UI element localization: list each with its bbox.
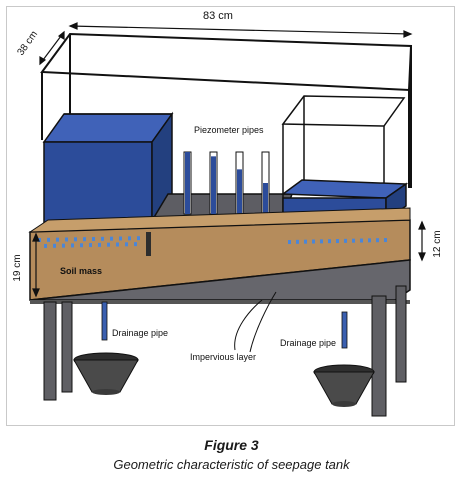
tank-frame [40, 32, 413, 188]
seepage-dot [74, 237, 77, 242]
seepage-dot [137, 236, 140, 241]
seepage-dot [110, 236, 113, 241]
seepage-tank-diagram: 83 cm 38 cm 19 cm 12 cm Piezometer pipes… [12, 10, 443, 417]
left-height-label: 19 cm [12, 254, 23, 281]
right-reservoir [280, 95, 409, 222]
seepage-dot [107, 242, 110, 247]
left-reservoir-top [42, 113, 174, 143]
seepage-dot [47, 237, 50, 242]
impervious-leader-lines [234, 291, 277, 353]
seepage-dot [336, 239, 339, 244]
piezometer-water-level [185, 152, 190, 214]
seepage-dot [125, 242, 128, 247]
seepage-dot [53, 243, 56, 248]
seepage-dot [328, 239, 331, 244]
seepage-dots-right [288, 238, 387, 244]
seepage-dot [128, 236, 131, 241]
seepage-dot [344, 238, 347, 243]
seepage-dot [71, 243, 74, 248]
piezometer-water-level [263, 183, 268, 214]
seepage-dot [65, 237, 68, 242]
seepage-dot [360, 238, 363, 243]
seepage-dot [62, 243, 65, 248]
right-reservoir-top [280, 179, 409, 199]
seepage-dot [83, 237, 86, 242]
width-dimension-label: 83 cm [203, 10, 233, 22]
seepage-dot [288, 240, 291, 244]
seepage-dot [44, 244, 47, 248]
piezometer-label: Piezometer pipes [194, 125, 264, 135]
seepage-dot [296, 239, 299, 244]
seepage-dot [119, 236, 122, 241]
seepage-dot [304, 239, 307, 244]
figure-title: Figure 3 [204, 437, 259, 453]
seepage-dot [352, 238, 355, 243]
seepage-dot [56, 237, 59, 242]
right-height-label: 12 cm [432, 230, 443, 257]
soil-top-edge [28, 207, 411, 233]
left-wall-drain [146, 232, 151, 256]
seepage-dot [38, 238, 41, 242]
seepage-dot [320, 239, 323, 244]
seepage-dot [134, 242, 137, 247]
piezometer-water-level [211, 156, 216, 214]
seepage-dot [98, 242, 101, 247]
seepage-dot [312, 239, 315, 244]
drainage-pipe-left-label: Drainage pipe [112, 328, 168, 338]
figure-frame [6, 6, 455, 426]
seepage-dot [368, 238, 371, 243]
seepage-dot [89, 243, 92, 248]
piezometer-water-level [237, 169, 242, 214]
seepage-dot [92, 237, 95, 241]
drainage-pipe-right-label: Drainage pipe [280, 338, 336, 348]
seepage-dot [101, 236, 104, 241]
figure-caption: Geometric characteristic of seepage tank [113, 457, 350, 472]
bucket-right [313, 364, 375, 407]
drainage-pipe-right [341, 311, 348, 349]
soil-mass-label: Soil mass [60, 266, 102, 276]
seepage-dot [376, 238, 379, 243]
seepage-dots-left [38, 236, 149, 248]
dimension-arrows [32, 22, 426, 298]
table-edge [30, 300, 410, 304]
drainage-pipe-left [101, 301, 108, 341]
impervious-layer-label: Impervious layer [190, 352, 256, 362]
table-legs [43, 285, 407, 417]
bucket-left [73, 352, 139, 395]
seepage-dot [80, 243, 83, 248]
seepage-dot [384, 238, 387, 243]
left-reservoir [42, 111, 174, 235]
depth-dimension-label: 38 cm [15, 29, 40, 58]
seepage-dot [116, 242, 119, 247]
